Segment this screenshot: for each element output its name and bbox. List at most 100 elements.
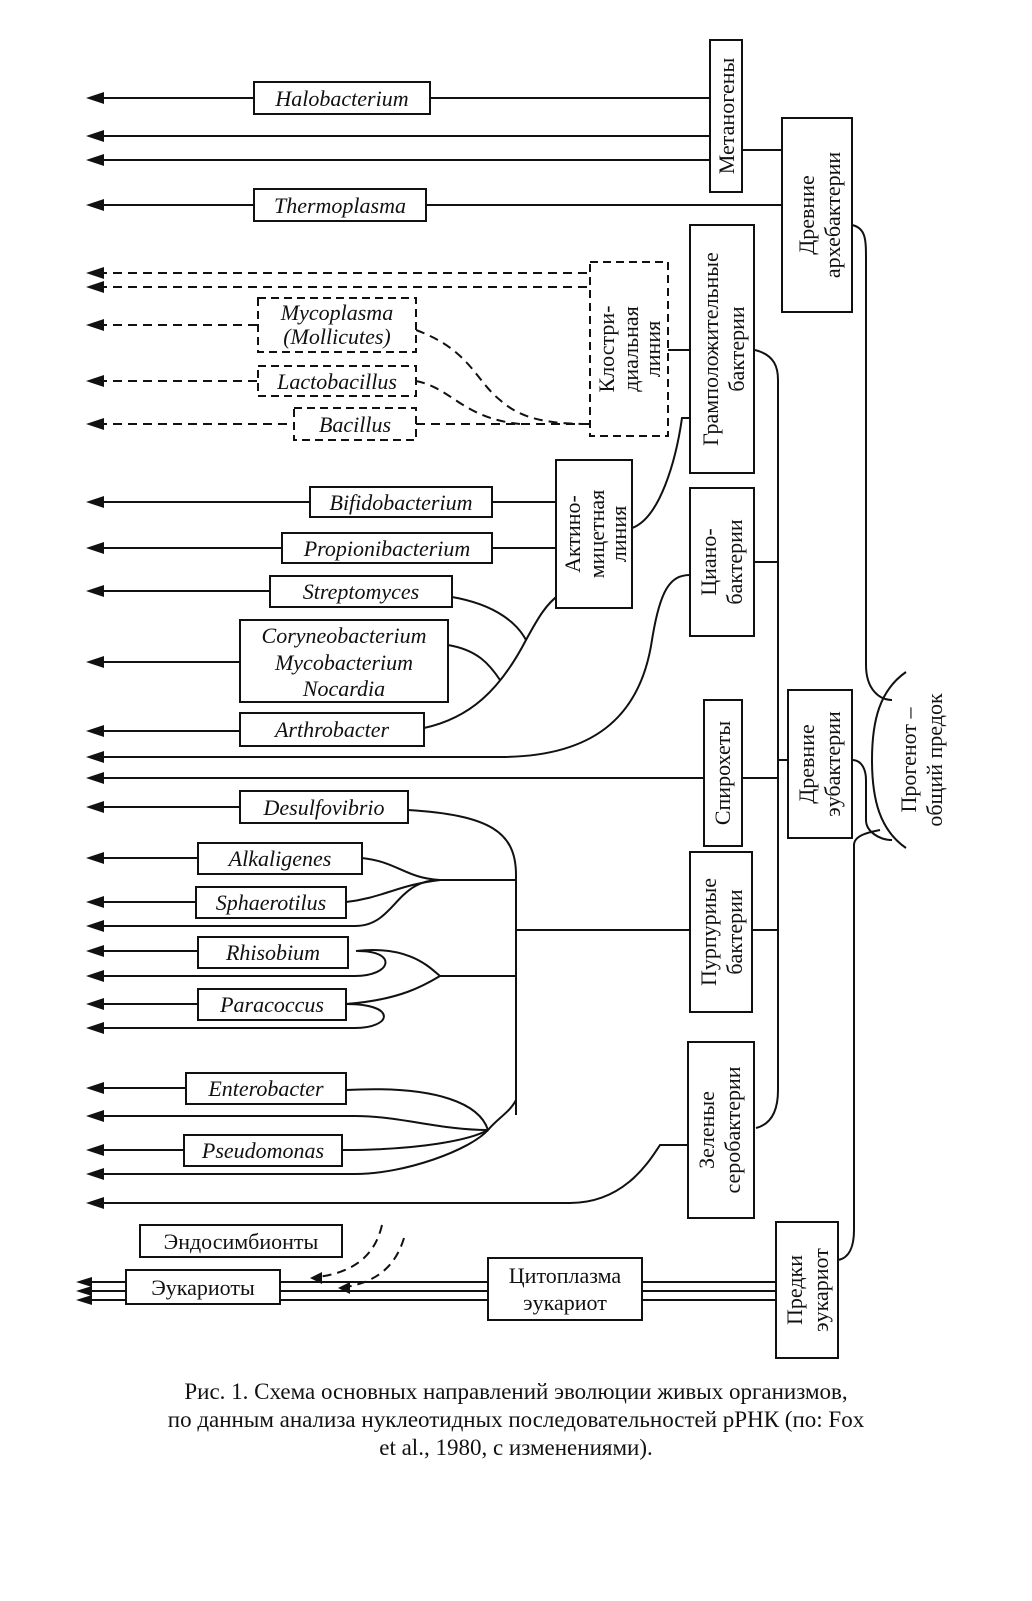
- group-spirochetes: Спирохеты: [703, 699, 743, 847]
- arrowhead: [86, 1168, 104, 1180]
- genus-label: Lactobacillus: [276, 369, 397, 394]
- genus-label: Mycoplasma: [280, 300, 393, 325]
- genus-streptomyces: Streptomyces: [269, 575, 453, 608]
- group-label: мицетная: [584, 490, 609, 579]
- arrowhead: [76, 1295, 92, 1305]
- arrowhead: [86, 542, 104, 554]
- arrowhead: [86, 418, 104, 430]
- group-cyanobacteria: Циано- бактерии: [689, 487, 755, 637]
- box-eukaryotes: Эукариоты: [125, 1269, 281, 1305]
- genus-bacillus: Bacillus: [293, 407, 417, 441]
- group-progenote: Прогенот – общий предок: [896, 693, 947, 827]
- arrowhead: [86, 92, 104, 104]
- group-label: Циано-: [696, 528, 721, 596]
- arrowhead: [86, 896, 104, 908]
- genus-label: Bacillus: [319, 412, 391, 437]
- group-label: Древние: [794, 724, 819, 803]
- group-label: Грамположительные: [698, 252, 723, 446]
- genus-label: Paracoccus: [219, 992, 324, 1017]
- arrowhead: [86, 945, 104, 957]
- arrowhead: [86, 496, 104, 508]
- phylogeny-diagram: Halobacterium Thermoplasma Mycoplasma (M…: [76, 39, 947, 1359]
- arrowhead: [86, 725, 104, 737]
- arrowhead: [86, 1110, 104, 1122]
- genus-label: Rhisobium: [225, 940, 320, 965]
- genus-label: Pseudomonas: [201, 1138, 324, 1163]
- genus-label: Desulfovibrio: [263, 795, 385, 820]
- caption-line: по данным анализа нуклеотидных последова…: [167, 1407, 865, 1432]
- genus-arthrobacter: Arthrobacter: [239, 712, 425, 747]
- genus-label: Streptomyces: [303, 579, 419, 604]
- group-ancient-eubacteria: Древние эубактерии: [787, 689, 853, 839]
- group-label: эубактерии: [820, 711, 845, 817]
- arrowhead: [86, 920, 104, 932]
- arrowhead: [86, 281, 104, 293]
- genus-thermoplasma: Thermoplasma: [253, 188, 427, 222]
- genus-bifidobacterium: Bifidobacterium: [309, 486, 493, 518]
- progenote-bracket: [870, 671, 907, 849]
- genus-sphaerotilus: Sphaerotilus: [195, 886, 347, 919]
- actinomycete-branch: [86, 417, 690, 737]
- arrowhead: [86, 1144, 104, 1156]
- group-actinomycete-line: Актино- мицетная линия: [555, 459, 633, 609]
- archaea-branch: [86, 92, 893, 701]
- box-endosymbionts: Эндосимбионты: [139, 1224, 343, 1258]
- eukaryote-branch: [76, 829, 881, 1305]
- arrowhead: [86, 852, 104, 864]
- genus-label: Bifidobacterium: [330, 490, 473, 515]
- arrowhead: [86, 319, 104, 331]
- group-label: Зеленые: [694, 1091, 719, 1169]
- arrowhead: [76, 1277, 92, 1287]
- genus-propionibacterium: Propionibacterium: [281, 532, 493, 564]
- group-label: линия: [640, 321, 665, 377]
- group-label: серобактерии: [720, 1066, 745, 1193]
- genus-desulfovibrio: Desulfovibrio: [239, 790, 409, 824]
- genus-label: Nocardia: [302, 676, 385, 701]
- genus-halobacterium: Halobacterium: [253, 81, 431, 115]
- group-label: Прогенот –: [896, 707, 921, 813]
- group-gram-positive: Грамположительные бактерии: [689, 224, 755, 474]
- arrowhead: [338, 1282, 350, 1294]
- arrowhead: [86, 1082, 104, 1094]
- caption-line: et al., 1980, с изменениями).: [379, 1435, 653, 1460]
- group-label: линия: [606, 506, 631, 562]
- arrowhead: [86, 199, 104, 211]
- group-ancient-archaea: Древние архебактерии: [781, 117, 853, 313]
- genus-label: Enterobacter: [207, 1076, 324, 1101]
- arrowhead: [86, 130, 104, 142]
- group-label: общий предок: [922, 693, 947, 827]
- cyano-spirochete-branch: [86, 561, 788, 784]
- arrowhead: [86, 970, 104, 982]
- genus-label: Coryneobacterium: [262, 623, 427, 648]
- green-sulfur-branch: [86, 1144, 688, 1209]
- genus-coryneobacterium-group: Coryneobacterium Mycobacterium Nocardia: [239, 619, 449, 703]
- genus-label: Sphaerotilus: [216, 890, 326, 915]
- arrowhead: [310, 1272, 322, 1284]
- arrowhead: [86, 801, 104, 813]
- cytoplasm-label: эукариот: [523, 1290, 607, 1315]
- genus-label: Propionibacterium: [303, 536, 471, 561]
- purple-bacteria-branch: [86, 801, 778, 1180]
- arrowhead: [86, 1197, 104, 1209]
- figure-caption: Рис. 1. Схема основных направлений эволю…: [40, 1378, 992, 1462]
- group-label: бактерии: [722, 889, 747, 975]
- group-eukaryote-ancestors: Предки эукариот: [775, 1221, 839, 1359]
- genus-label: Thermoplasma: [274, 193, 406, 218]
- group-label: эукариот: [808, 1248, 833, 1332]
- group-label: Предки: [782, 1255, 807, 1325]
- genus-label: Halobacterium: [274, 86, 408, 111]
- genus-label: (Mollicutes): [283, 324, 391, 349]
- caption-line: Рис. 1. Схема основных направлений эволю…: [184, 1379, 848, 1404]
- genus-paracoccus: Paracoccus: [197, 988, 347, 1021]
- genus-label: Arthrobacter: [273, 717, 389, 742]
- group-label: Клостри-: [594, 306, 619, 393]
- group-purple-bacteria: Пурпуриые бактерии: [689, 851, 753, 1013]
- arrowhead: [86, 998, 104, 1010]
- genus-rhisobium: Rhisobium: [197, 936, 349, 969]
- cytoplasm-label: Цитоплазма: [509, 1263, 622, 1288]
- arrowhead: [86, 585, 104, 597]
- endosymbionts-label: Эндосимбионты: [164, 1229, 319, 1254]
- eubacteria-trunk: [754, 349, 893, 1129]
- arrowhead: [86, 154, 104, 166]
